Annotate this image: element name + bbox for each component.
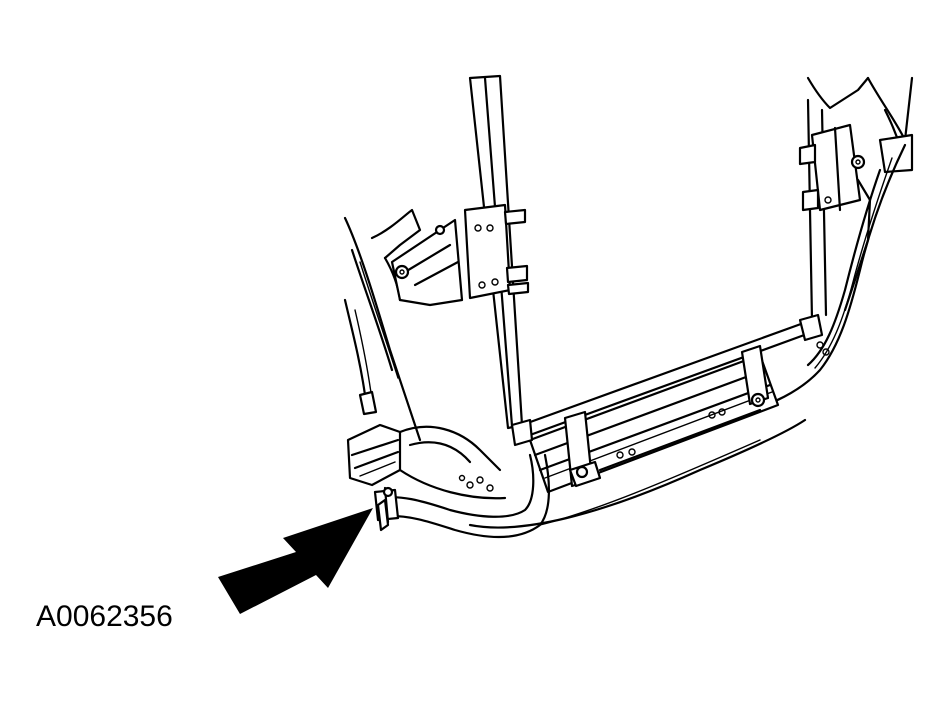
left-headlamp-bracket	[390, 218, 464, 307]
right-side-rail	[743, 143, 907, 414]
lower-hose	[373, 418, 807, 538]
left-wheelhouse	[343, 208, 422, 442]
lower-left-structure	[346, 423, 507, 500]
left-vertical-post	[463, 74, 530, 430]
frame-opening	[520, 313, 824, 437]
arrow-icon	[218, 508, 373, 614]
figure-id-label: A0062356	[36, 600, 173, 633]
cross-member-brackets	[510, 344, 770, 488]
